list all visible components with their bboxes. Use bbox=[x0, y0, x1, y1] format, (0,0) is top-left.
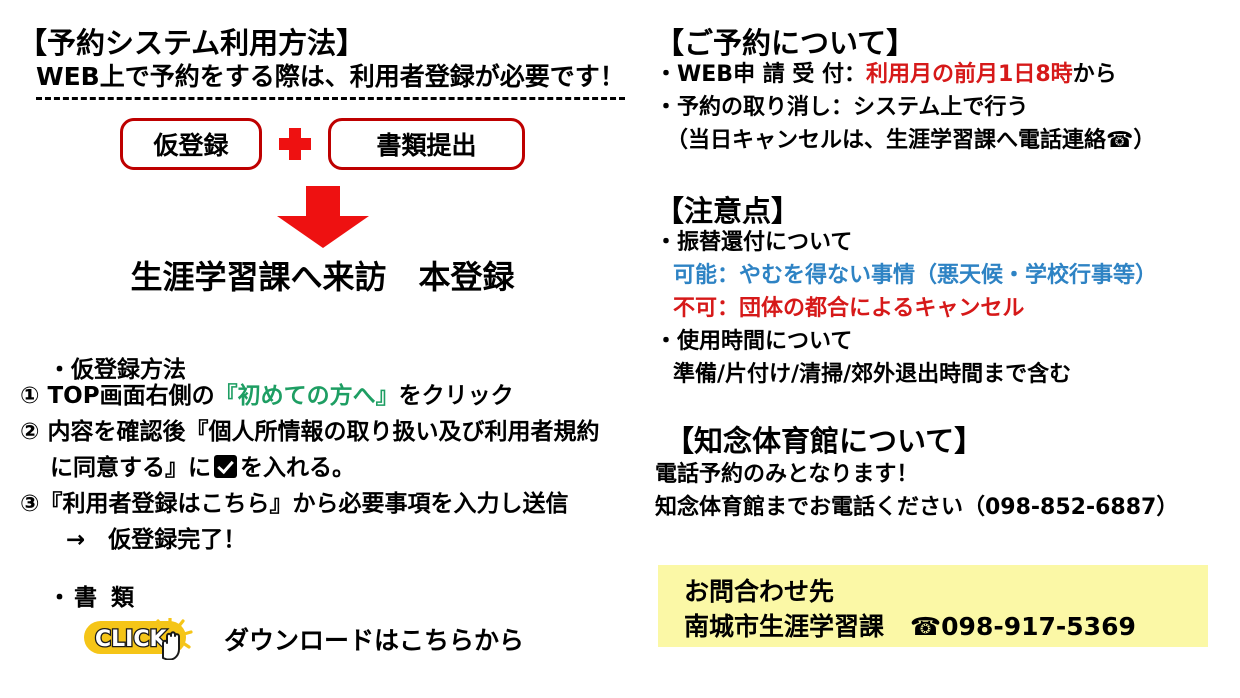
step-3-number: ③ bbox=[20, 491, 40, 517]
flow-box-document-submission: 書類提出 bbox=[328, 118, 525, 170]
reservation-line-2: ・予約の取り消し：システム上で行う bbox=[655, 95, 1029, 120]
gym-line-1: 電話予約のみとなります！ bbox=[655, 462, 919, 487]
notes-lines: ・振替還付について 可能：やむを得ない事情（悪天候・学校行事等） 不可：団体の都… bbox=[655, 226, 1157, 391]
contact-office: 南城市生涯学習課 bbox=[684, 612, 885, 641]
gym-section-title: 【知念体育館について】 bbox=[665, 424, 984, 458]
step-1-post: をクリック bbox=[398, 383, 514, 409]
left-section-title: 【予約システム利用方法】 bbox=[18, 26, 366, 60]
gym-line-2: 知念体育館までお電話ください（098-852-6887） bbox=[655, 495, 1179, 520]
step-item-2: ② 内容を確認後『個人所情報の取り扱い及び利用者規約 bbox=[20, 414, 645, 450]
step-2b-post: を入れる。 bbox=[240, 455, 355, 481]
step-3-pre: 『利用者登録はこちら』から必要事項を入力し送信 bbox=[39, 491, 569, 517]
step-item-1: ① TOP画面右側の『初めての方へ』をクリック bbox=[20, 378, 645, 414]
download-instruction: ダウンロードはこちらから bbox=[224, 626, 525, 655]
reservation-line-3: （当日キャンセルは、生涯学習課へ電話連絡☎） bbox=[655, 128, 1156, 153]
step-2-pre: 内容を確認後『個人所情報の取り扱い及び利用者規約 bbox=[39, 419, 600, 445]
plus-icon bbox=[278, 127, 312, 161]
notes-line-4: ・使用時間について bbox=[655, 329, 853, 354]
notes-line-5: 準備/片付け/清掃/郊外退出時間まで含む bbox=[673, 362, 1072, 387]
notes-line-1: ・振替還付について bbox=[655, 230, 853, 255]
down-arrow-wrap bbox=[0, 186, 645, 248]
flow-box-temp-registration: 仮登録 bbox=[120, 118, 262, 170]
right-column: 【ご予約について】 ・WEB申 請 受 付：利用月の前月1日8時から ・予約の取… bbox=[645, 0, 1240, 698]
contact-label: お問合わせ先 bbox=[684, 577, 835, 606]
reservation-lines: ・WEB申 請 受 付：利用月の前月1日8時から ・予約の取り消し：システム上で… bbox=[655, 58, 1155, 157]
step-2b-pre: に同意する』に bbox=[50, 455, 211, 481]
reservation-line-1-after: から bbox=[1072, 62, 1117, 87]
down-arrow-icon bbox=[276, 186, 369, 248]
step-item-2-cont: に同意する』に を入れる。 bbox=[20, 450, 645, 486]
contact-box: お問合わせ先 南城市生涯学習課 ☎098-917-5369 bbox=[658, 565, 1208, 647]
reservation-section-title: 【ご予約について】 bbox=[655, 26, 916, 60]
reservation-line-1: ・WEB申 請 受 付：利用月の前月1日8時から bbox=[655, 58, 1155, 91]
steps-list: ① TOP画面右側の『初めての方へ』をクリック ② 内容を確認後『個人所情報の取… bbox=[20, 378, 645, 558]
notes-line-allowed: 可能：やむを得ない事情（悪天候・学校行事等） bbox=[673, 263, 1158, 288]
click-button-icon[interactable]: CLICK bbox=[84, 616, 202, 661]
contact-phone: ☎098-917-5369 bbox=[910, 612, 1136, 641]
temp-registration-method-heading: ・仮登録方法 bbox=[48, 357, 186, 383]
checkbox-checked-icon bbox=[214, 455, 237, 478]
documents-heading: ・書 類 bbox=[48, 585, 138, 611]
download-row[interactable]: CLICK ダウンロードはこちらから bbox=[84, 616, 525, 661]
step-1-number: ① bbox=[20, 383, 40, 409]
visit-registration-line: 生涯学習課へ来訪 本登録 bbox=[130, 258, 515, 296]
step-item-3-result: → 仮登録完了！ bbox=[20, 522, 645, 558]
click-badge-label: CLICK bbox=[95, 627, 167, 652]
lead-statement: WEB上で予約をする際は、利用者登録が必要です！ bbox=[36, 57, 625, 100]
step-1-pre: TOP画面右側の bbox=[39, 383, 215, 409]
click-badge[interactable]: CLICK bbox=[84, 616, 202, 661]
contact-details: 南城市生涯学習課 ☎098-917-5369 bbox=[684, 609, 1208, 644]
registration-flow: 仮登録 書類提出 bbox=[0, 118, 645, 170]
step-3-result-text: → 仮登録完了！ bbox=[66, 527, 247, 553]
reservation-line-1-red: 利用月の前月1日8時 bbox=[866, 62, 1073, 87]
step-1-highlight: 『初めての方へ』 bbox=[214, 383, 399, 409]
hand-cursor-icon bbox=[162, 631, 180, 661]
step-2-number: ② bbox=[20, 419, 40, 445]
notes-line-not-allowed: 不可：団体の都合によるキャンセル bbox=[673, 296, 1025, 321]
left-column: 【予約システム利用方法】 WEB上で予約をする際は、利用者登録が必要です！ 仮登… bbox=[0, 0, 645, 698]
reservation-line-1-before: ・WEB申 請 受 付： bbox=[655, 62, 867, 87]
gym-lines: 電話予約のみとなります！ 知念体育館までお電話ください（098-852-6887… bbox=[655, 458, 1178, 524]
step-item-3: ③『利用者登録はこちら』から必要事項を入力し送信 bbox=[20, 486, 645, 522]
notes-section-title: 【注意点】 bbox=[655, 194, 801, 228]
